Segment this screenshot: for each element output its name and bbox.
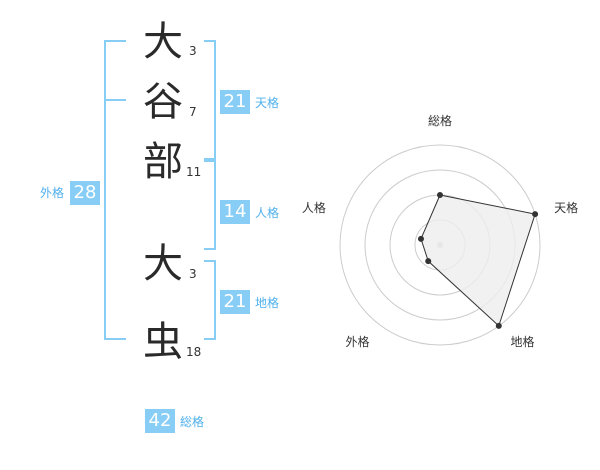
name-char-3: 部 — [143, 139, 183, 185]
gaikaku-badge: 28 — [70, 181, 100, 205]
tenkaku-bracket — [204, 40, 216, 160]
chikaku-bracket — [204, 260, 216, 340]
radar-axis-label-5: 人格 — [302, 200, 326, 215]
stroke-count-3: 11 — [186, 165, 202, 179]
radar-point-4 — [425, 258, 432, 265]
gaikaku-bracket-mid-tick — [104, 99, 126, 101]
name-char-4: 大 — [143, 241, 183, 287]
radar-axis-label-3: 地格 — [511, 334, 535, 349]
jinkaku-bracket — [204, 160, 216, 250]
tenkaku-badge: 21 — [220, 90, 250, 114]
radar-point-3 — [495, 322, 502, 329]
radar-point-1 — [437, 192, 443, 198]
stroke-count-1: 3 — [189, 44, 197, 58]
gaikaku-bracket — [104, 40, 126, 340]
soukaku-label: 総格 — [180, 415, 205, 429]
radar-axis-label-1: 総格 — [428, 113, 452, 128]
stroke-count-4: 3 — [189, 267, 197, 281]
soukaku-badge: 42 — [145, 409, 175, 433]
chikaku-badge: 21 — [220, 290, 250, 314]
stroke-count-2: 7 — [189, 105, 197, 119]
stroke-count-5: 18 — [186, 345, 202, 359]
radar-axis-label-2: 天格 — [554, 200, 578, 215]
tenkaku-label: 天格 — [255, 96, 280, 110]
jinkaku-label: 人格 — [255, 206, 280, 220]
gaikaku-label: 外格 — [40, 186, 65, 200]
radar-point-5 — [417, 235, 424, 242]
chikaku-label: 地格 — [255, 296, 280, 310]
radar-point-2 — [532, 211, 539, 218]
name-char-5: 虫 — [143, 319, 183, 365]
jinkaku-badge: 14 — [220, 200, 250, 224]
radar-axis-label-4: 外格 — [345, 334, 369, 349]
radar-value-polygon — [420, 194, 536, 327]
radar-grid-ring-4 — [339, 144, 541, 346]
name-char-2: 谷 — [143, 79, 183, 125]
name-char-1: 大 — [143, 19, 183, 65]
